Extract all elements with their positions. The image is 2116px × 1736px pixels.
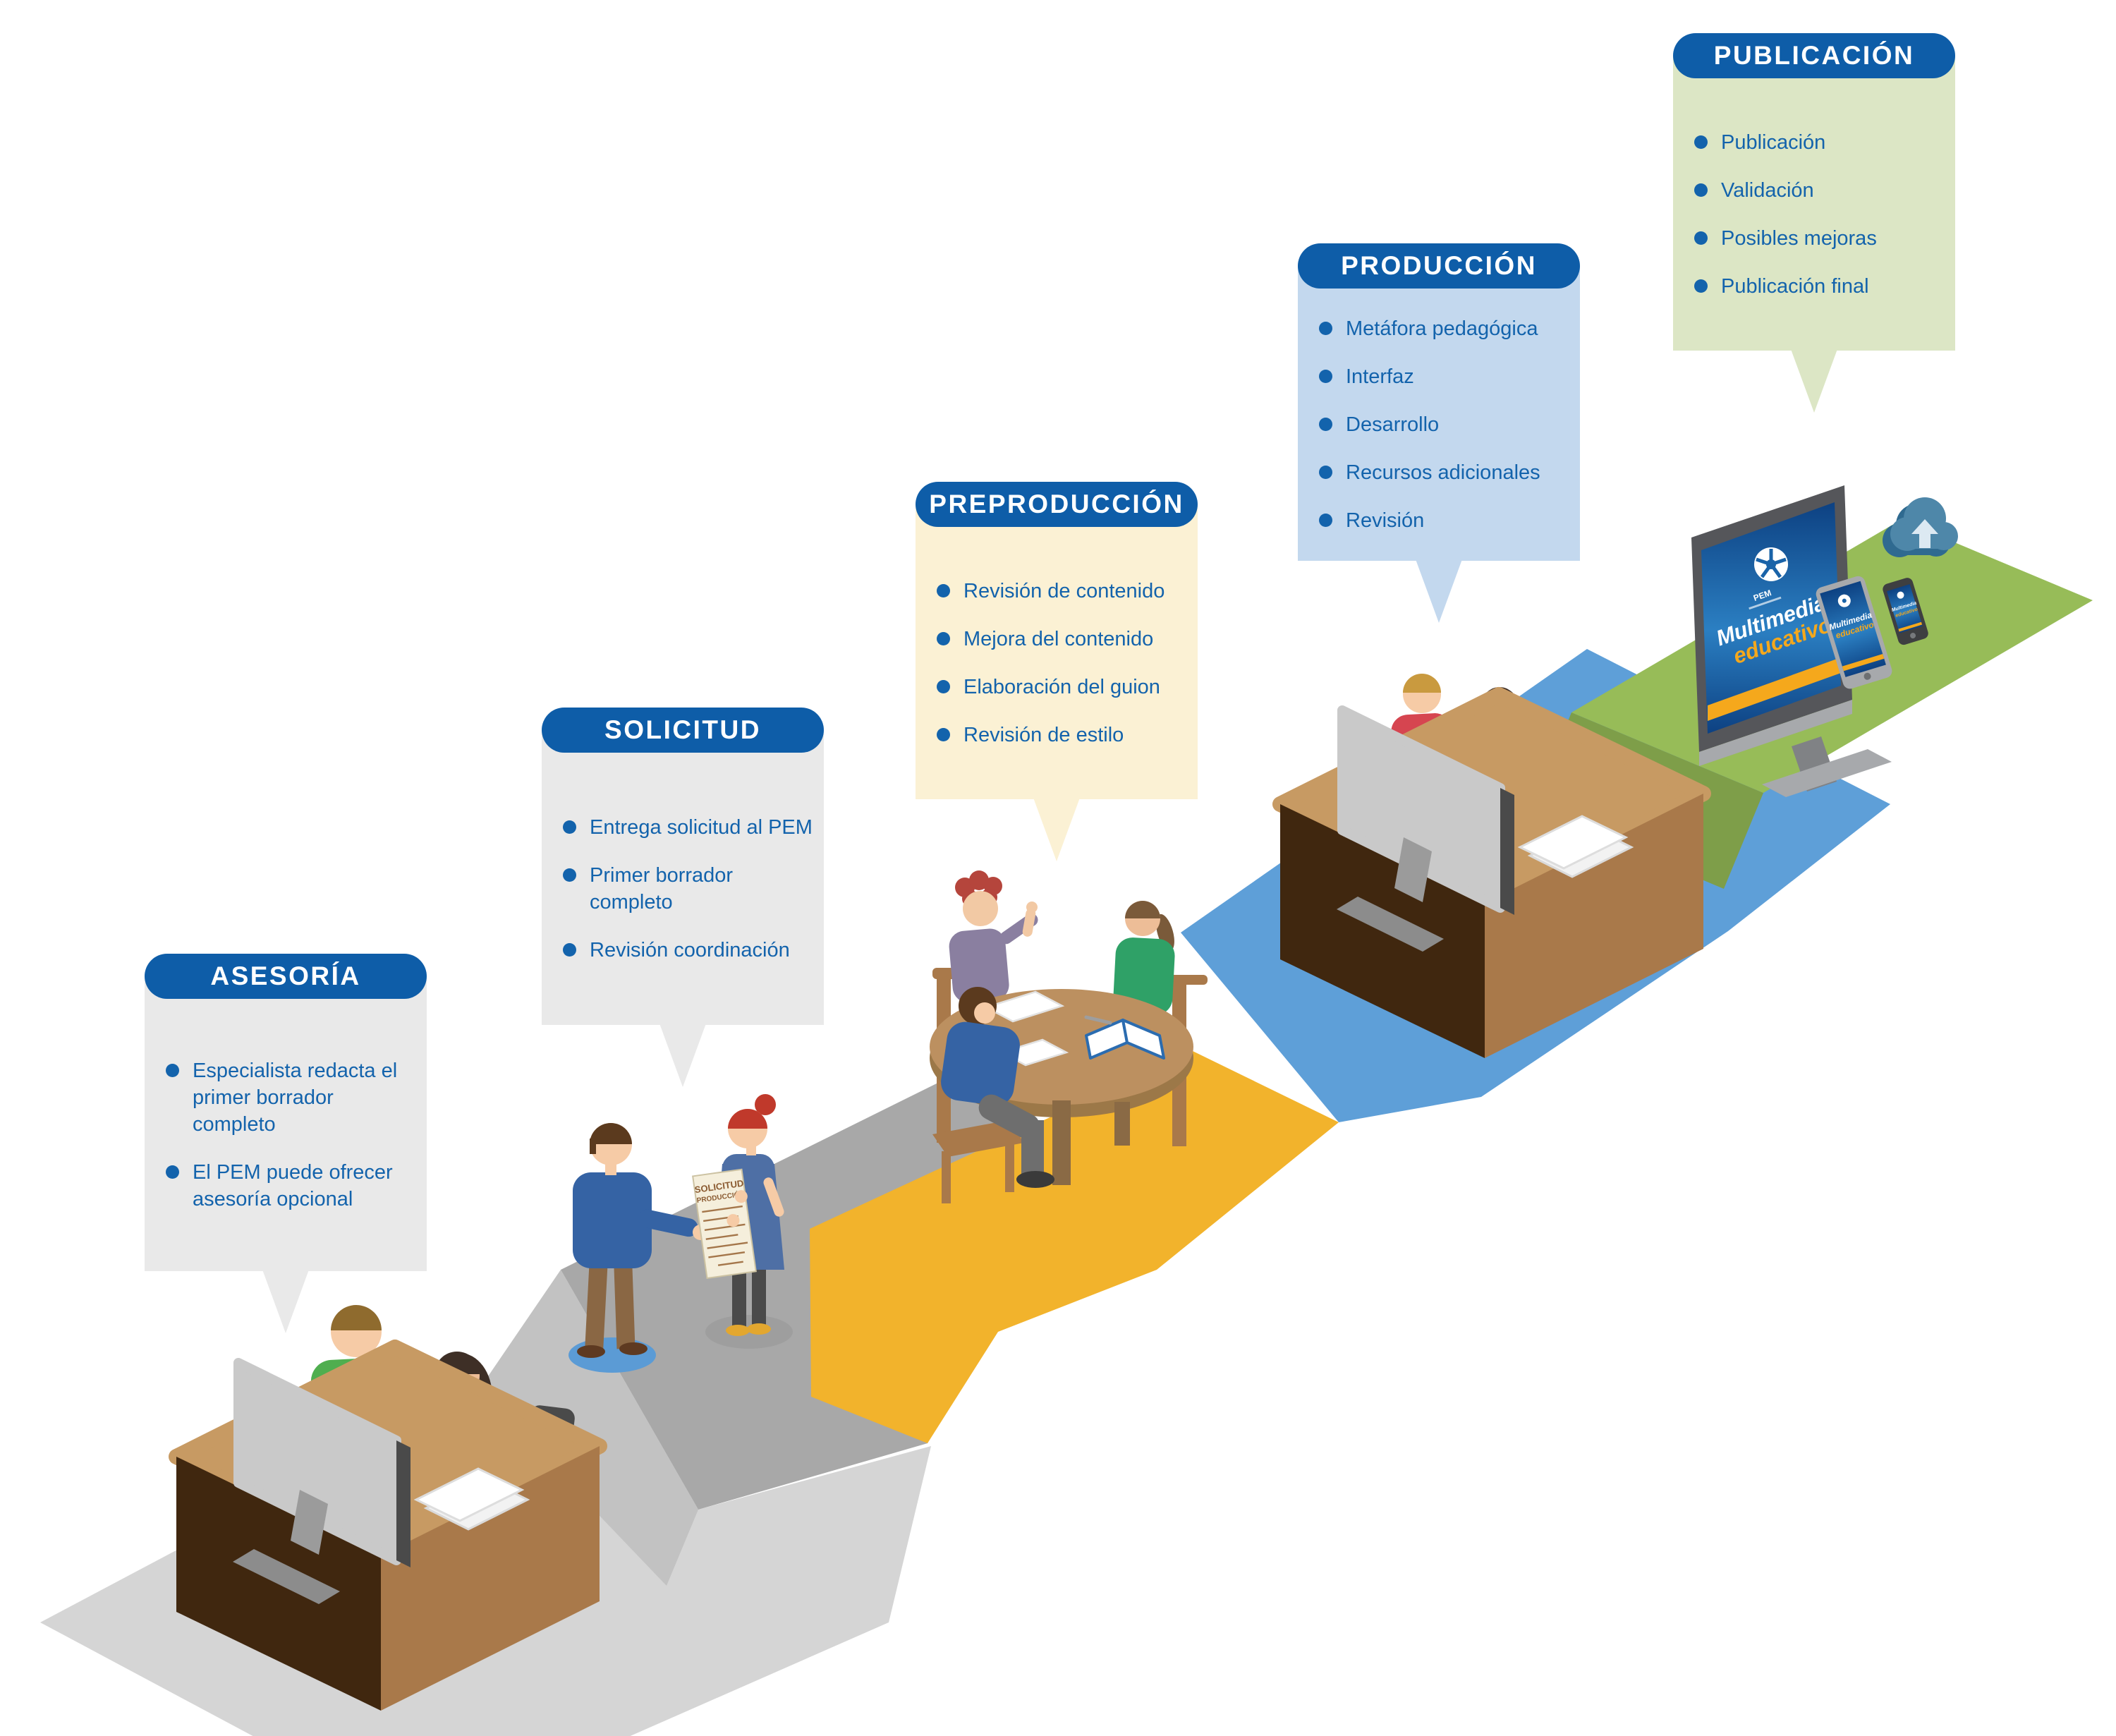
list-item: Publicación final	[1694, 273, 1947, 300]
stage-items-asesoria: Especialista redacta el primer borrador …	[166, 1057, 418, 1213]
callout-body: Entrega solicitud al PEM Primer borrador…	[542, 730, 824, 1025]
smartphone-icon: Multimedia educativo	[1883, 578, 1928, 645]
stage-items-produccion: Metáfora pedagógica Interfaz Desarrollo …	[1319, 315, 1571, 534]
list-item: Metáfora pedagógica	[1319, 315, 1571, 342]
callout-body: Publicación Validación Posibles mejoras …	[1673, 56, 1955, 351]
list-item: El PEM puede ofrecer asesoría opcional	[166, 1159, 418, 1213]
step-riser-gray	[479, 1270, 698, 1586]
stage-header-publicacion: PUBLICACIÓN	[1673, 33, 1955, 78]
stage-produccion-scene	[1280, 674, 1703, 1058]
aperture-logo-icon	[1754, 547, 1788, 581]
list-item: Desarrollo	[1319, 411, 1571, 438]
callout-tail	[262, 1270, 309, 1333]
stage-header-solicitud: SOLICITUD	[542, 708, 824, 753]
callout-asesoria: ASESORÍA Especialista redacta el primer …	[145, 954, 427, 1333]
table-leg	[1052, 1100, 1071, 1185]
person-redcurly-purple	[949, 870, 1038, 1003]
callout-preproduccion: PREPRODUCCIÓN Revisión de contenido Mejo…	[916, 482, 1198, 861]
cloud-upload-icon	[1883, 497, 1958, 557]
table-leg	[1114, 1102, 1130, 1146]
list-item: Publicación	[1694, 129, 1947, 156]
callout-solicitud: SOLICITUD Entrega solicitud al PEM Prime…	[542, 708, 824, 1087]
stage-solicitud-scene: SOLICITUD PRODUCCIÓN	[568, 1094, 793, 1373]
callout-body: Revisión de contenido Mejora del conteni…	[916, 504, 1198, 799]
step-yellow	[810, 1051, 1339, 1443]
logo-subtext-line	[1749, 596, 1782, 610]
stage-header-produccion: PRODUCCIÓN	[1298, 243, 1580, 289]
list-item: Posibles mejoras	[1694, 225, 1947, 252]
stage-asesoria-scene	[176, 1305, 600, 1711]
callout-produccion: PRODUCCIÓN Metáfora pedagógica Interfaz …	[1298, 243, 1580, 623]
callout-body: Especialista redacta el primer borrador …	[145, 976, 427, 1271]
desktop-monitor-icon: PEM Multimedia educativo	[1691, 485, 1892, 797]
person-blue-front	[941, 987, 1054, 1188]
person-solicitante	[573, 1123, 708, 1358]
list-item: Recursos adicionales	[1319, 459, 1571, 486]
person-green-top	[1113, 901, 1175, 1015]
callout-body: Metáfora pedagógica Interfaz Desarrollo …	[1298, 266, 1580, 561]
stage-preproduccion-scene	[930, 870, 1208, 1203]
stage-items-preproduccion: Revisión de contenido Mejora del conteni…	[937, 578, 1189, 748]
list-item: Mejora del contenido	[937, 626, 1189, 652]
list-item: Interfaz	[1319, 363, 1571, 390]
stage-header-preproduccion: PREPRODUCCIÓN	[916, 482, 1198, 527]
wooden-chair-icon	[932, 968, 1024, 1203]
list-item: Revisión de estilo	[937, 722, 1189, 748]
solicitud-document: SOLICITUD PRODUCCIÓN	[692, 1168, 757, 1280]
list-item: Elaboración del guion	[937, 674, 1189, 700]
stage-items-solicitud: Entrega solicitud al PEM Primer borrador…	[563, 814, 815, 964]
stage-items-publicacion: Publicación Validación Posibles mejoras …	[1694, 129, 1947, 300]
open-book-icon	[1085, 1019, 1165, 1060]
list-item: Especialista redacta el primer borrador …	[166, 1057, 418, 1138]
callout-tail	[659, 1024, 706, 1087]
pen-icon	[1084, 1015, 1112, 1025]
callout-tail	[1033, 798, 1080, 861]
list-item: Revisión	[1319, 507, 1571, 534]
callout-tail	[1416, 559, 1462, 623]
list-item: Primer borrador completo	[563, 862, 815, 916]
tablet-icon: Multimedia educativo	[1816, 576, 1892, 689]
list-item: Entrega solicitud al PEM	[563, 814, 815, 841]
list-item: Revisión de contenido	[937, 578, 1189, 605]
list-item: Validación	[1694, 177, 1947, 204]
stage-header-asesoria: ASESORÍA	[145, 954, 427, 999]
callout-tail	[1791, 349, 1837, 413]
list-item: Revisión coordinación	[563, 937, 815, 964]
callout-publicacion: PUBLICACIÓN Publicación Validación Posib…	[1673, 33, 1955, 413]
stage-publicacion-scene: PEM Multimedia educativo Multimedia educ…	[1691, 485, 1958, 797]
